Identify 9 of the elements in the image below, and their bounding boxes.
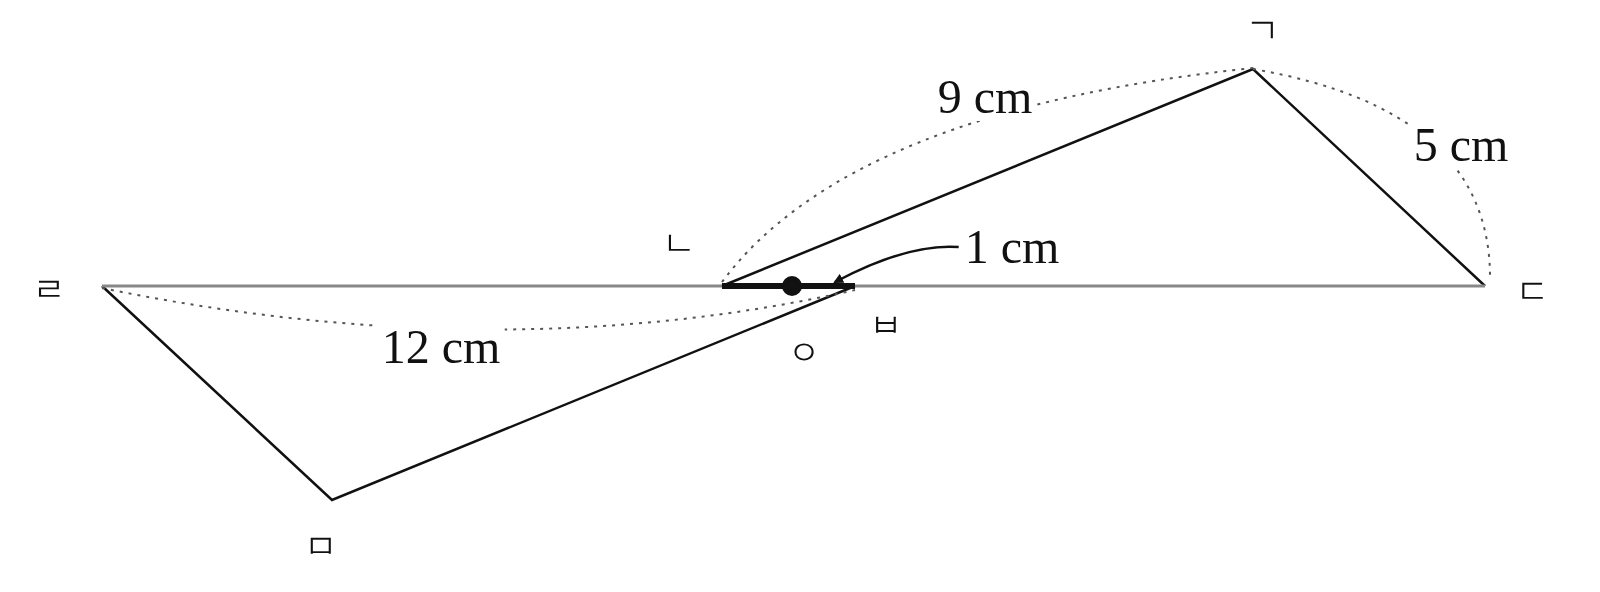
vertex-label: ㅂ [868,308,904,342]
line-segment [722,283,855,289]
vertex-label: ㄷ [1515,274,1551,308]
vertex-label: ㄱ [1245,13,1281,47]
vertex-label: ㄴ [661,226,697,260]
leader-line [833,245,959,284]
vertex-label: ㅁ [303,529,339,563]
vertex-label: ㅇ [786,335,822,369]
vertex-label: ㄹ [31,272,67,306]
